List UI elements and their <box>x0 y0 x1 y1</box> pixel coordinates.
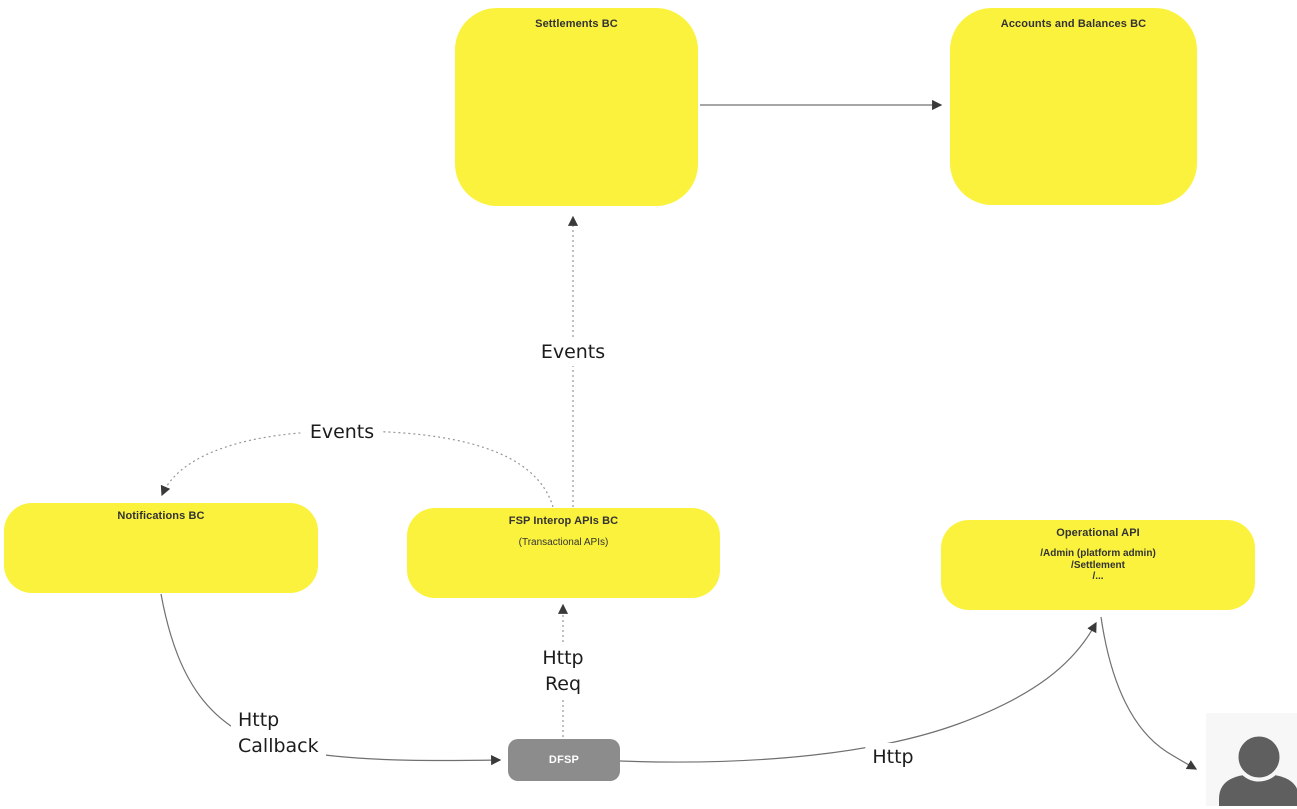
api-line: /Settlement <box>1071 559 1125 571</box>
edge-operational-to-person <box>1100 616 1198 770</box>
node-title: Settlements BC <box>535 18 618 30</box>
edge-notifications-to-dfsp-http-callback <box>160 593 502 766</box>
node-title: Notifications BC <box>117 510 205 522</box>
node-title: FSP Interop APIs BC <box>508 515 619 527</box>
edge-label-http: Http <box>865 743 921 771</box>
node-title: Operational API <box>1056 527 1140 539</box>
edge-label-http-req: Http Req <box>535 644 591 698</box>
node-settlements-bc[interactable]: Settlements BC <box>455 8 698 206</box>
node-title: DFSP <box>548 754 580 766</box>
edge-label-http-callback: Http Callback <box>231 706 326 760</box>
edge-label-events-curve: Events <box>302 418 382 446</box>
person-glyph <box>1219 732 1297 806</box>
api-line: /... <box>1092 571 1104 582</box>
label-line: Req <box>544 673 582 695</box>
node-accounts-and-balances-bc[interactable]: Accounts and Balances BC <box>950 8 1197 205</box>
node-dfsp[interactable]: DFSP <box>508 739 620 781</box>
node-notifications-bc[interactable]: Notifications BC <box>4 503 318 593</box>
label-line: Http <box>238 709 280 731</box>
node-title: Accounts and Balances BC <box>1000 18 1147 30</box>
label-line: Http <box>542 647 584 669</box>
node-subtitle: (Transactional APIs) <box>518 537 609 548</box>
edge-label-events-vertical: Events <box>533 338 613 366</box>
node-fsp-interop-apis-bc[interactable]: FSP Interop APIs BC (Transactional APIs) <box>407 508 720 598</box>
label-line: Callback <box>238 735 319 757</box>
api-line: /Admin (platform admin) <box>1040 548 1156 559</box>
person-icon[interactable] <box>1206 713 1297 806</box>
node-operational-api[interactable]: Operational API /Admin (platform admin) … <box>941 520 1255 610</box>
edge-dfsp-to-operational-http <box>619 621 1097 763</box>
